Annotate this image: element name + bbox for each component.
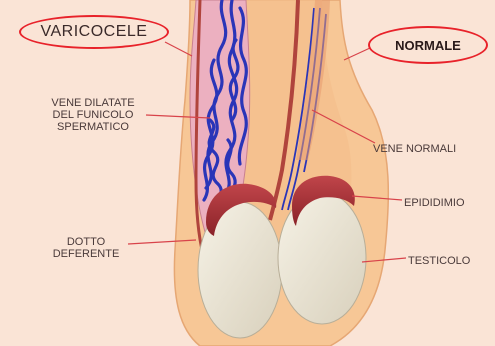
label-vene-dilatate-line1: VENE DILATATE xyxy=(38,97,148,109)
varicocele-title: VARICOCELE xyxy=(19,15,169,49)
label-vene-normali: VENE NORMALI xyxy=(373,143,456,155)
label-epididimio: EPIDIDIMIO xyxy=(404,197,465,209)
label-testicolo: TESTICOLO xyxy=(408,255,470,267)
label-dotto-deferente-line2: DEFERENTE xyxy=(40,248,132,260)
label-dotto-deferente-line1: DOTTO xyxy=(40,236,132,248)
label-dotto-deferente: DOTTO DEFERENTE xyxy=(40,236,132,260)
label-vene-dilatate-line3: SPERMATICO xyxy=(38,121,148,133)
varicocele-title-text: VARICOCELE xyxy=(41,23,148,41)
label-vene-dilatate-line2: DEL FUNICOLO xyxy=(38,109,148,121)
normale-title-text: NORMALE xyxy=(395,38,461,53)
normale-title: NORMALE xyxy=(368,26,488,64)
label-vene-dilatate: VENE DILATATE DEL FUNICOLO SPERMATICO xyxy=(38,97,148,133)
right-testis xyxy=(278,192,366,324)
